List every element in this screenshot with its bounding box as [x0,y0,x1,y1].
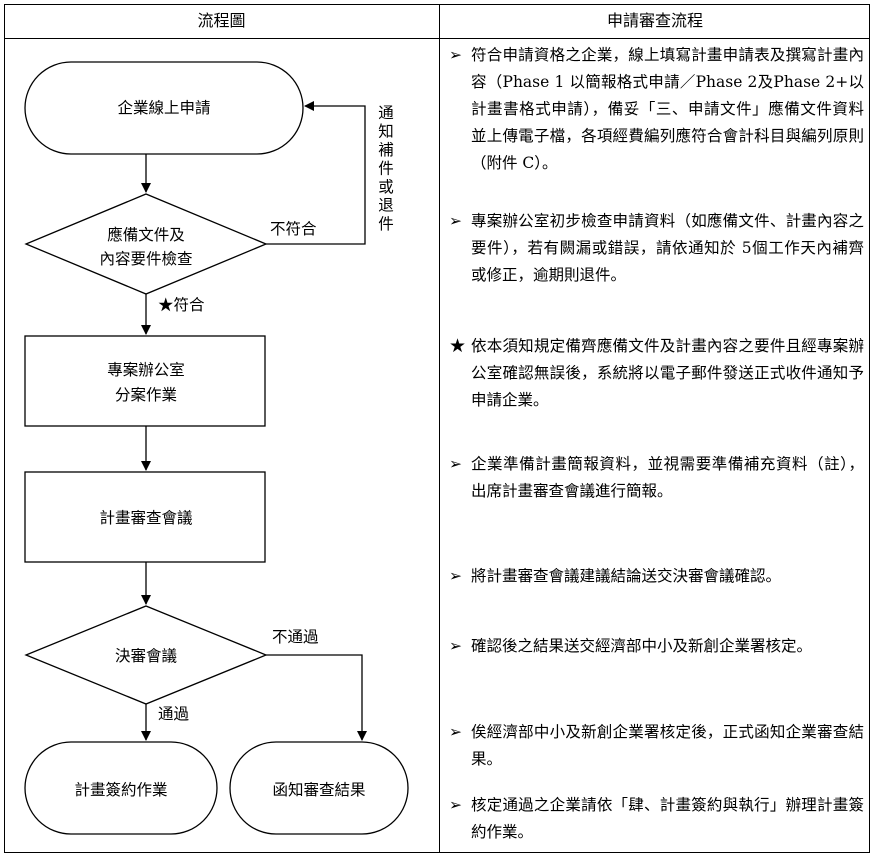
column-divider [439,4,440,853]
review-step: ➢ 將計畫審查會議建議結論送交決審會議確認。 [449,563,864,590]
star-icon: ★ [449,335,467,357]
arrow-not-pass [266,654,367,741]
decision-label: 決審會議 [115,647,177,665]
pass-label: 通過 [158,705,190,723]
table-frame [4,4,870,853]
review-step-text: 專案辦公室初步檢查申請資料（如應備文件、計畫內容之要件），若有闕漏或錯誤，請依通… [471,212,864,284]
notice-terminator [229,741,409,835]
check-label-line1: 應備文件及 [107,225,185,244]
arrow-bullet-icon: ➢ [449,212,462,230]
office-assign-process [24,335,266,427]
not-pass-label: 不通過 [272,628,319,646]
office-label-line2: 分案作業 [115,386,177,404]
check-label-line2: 內容要件檢查 [99,250,192,268]
review-step: ➢ 符合申請資格之企業，線上填寫計畫申請表及撰寫計畫內容（Phase 1 以簡報格… [449,42,864,177]
review-step: ➢ 確認後之結果送交經濟部中小及新創企業署核定。 [449,633,864,660]
header-flowchart: 流程圖 [197,11,246,30]
arrow-bullet-icon: ➢ [449,796,462,814]
arrow-bullet-icon: ➢ [449,455,462,473]
review-step-text: 企業準備計畫簡報資料，並視需要準備補充資料（註），出席計畫審查會議進行簡報。 [471,455,864,500]
not-match-label: 不符合 [270,220,317,238]
review-step: ➢ 核定通過之企業請依「肆、計畫簽約與執行」辦理計畫簽約作業。 [449,792,864,846]
online-apply-terminator [24,61,304,155]
arrow-fail-loop [266,101,366,245]
notice-label: 函知審查結果 [272,781,365,799]
contract-terminator [24,741,218,835]
notify-char: 件 [378,160,394,178]
arrow-bullet-icon: ➢ [449,567,462,585]
notify-char: 知 [378,123,394,141]
contract-label: 計畫簽約作業 [74,781,167,799]
arrow-bullet-icon: ➢ [449,723,462,741]
notify-char: 退 [378,197,394,215]
review-step-text: 俟經濟部中小及新創企業署核定後，正式函知企業審查結果。 [471,723,864,768]
review-meeting-process [24,471,266,563]
notify-char: 件 [378,215,394,233]
review-step-text: 核定通過之企業請依「肆、計畫簽約與執行」辦理計畫簽約作業。 [471,796,864,841]
online-apply-label: 企業線上申請 [117,99,210,117]
review-step-text: 將計畫審查會議建議結論送交決審會議確認。 [471,567,782,585]
notify-char: 或 [378,178,394,196]
review-step: ➢ 企業準備計畫簡報資料，並視需要準備補充資料（註），出席計畫審查會議進行簡報。 [449,451,864,505]
notify-char: 通 [378,104,394,122]
match-label: ★符合 [158,296,205,314]
header-review-process: 申請審查流程 [606,11,703,30]
arrow-bullet-icon: ➢ [449,46,462,64]
review-meeting-label: 計畫審查會議 [99,509,192,527]
review-step-text: 確認後之結果送交經濟部中小及新創企業署核定。 [471,637,813,655]
notify-char: 補 [378,141,394,159]
review-step: ★依本須知規定備齊應備文件及計畫內容之要件且經專案辦公室確認無誤後，系統將以電子… [449,333,864,414]
arrow-bullet-icon: ➢ [449,637,462,655]
review-step: ➢ 俟經濟部中小及新創企業署核定後，正式函知企業審查結果。 [449,719,864,773]
review-step-text: 依本須知規定備齊應備文件及計畫內容之要件且經專案辦公室確認無誤後，系統將以電子郵… [471,337,864,409]
review-step: ➢ 專案辦公室初步檢查申請資料（如應備文件、計畫內容之要件），若有闕漏或錯誤，請依… [449,208,864,289]
header-divider [4,38,870,39]
review-step-text: 符合申請資格之企業，線上填寫計畫申請表及撰寫計畫內容（Phase 1 以簡報格式… [471,46,864,172]
office-label-line1: 專案辦公室 [107,361,185,379]
document-check-decision [24,193,268,295]
